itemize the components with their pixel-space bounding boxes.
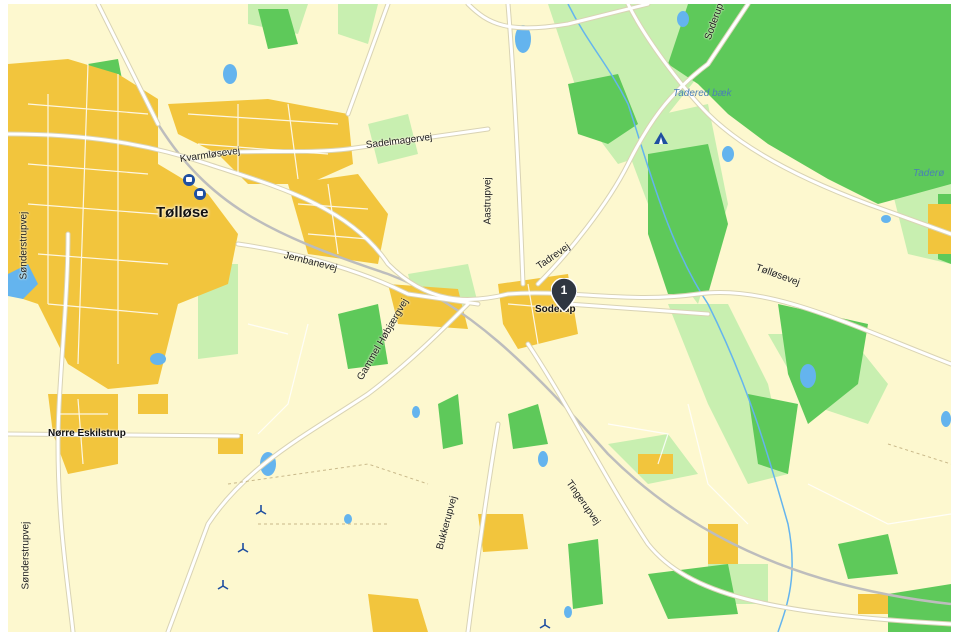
roads [8,4,951,632]
water-areas [8,11,951,618]
road-label-aastrupvej: Aastrupvej [482,177,494,225]
minor-streets [27,63,951,525]
town-label-soderup: Soderup [535,304,576,315]
forest-areas [88,4,951,632]
map-canvas[interactable]: Tølløse Soderup Nørre Eskilstrup Kvarmlø… [8,4,951,632]
road-label-sonderstrupvej-north: Sønderstrupvej [18,211,30,280]
location-marker-number: 1 [560,283,568,297]
town-label-norre-eskilstrup: Nørre Eskilstrup [48,428,126,439]
water-label-tadero: Taderø [913,168,945,179]
map-base-layer [8,4,951,632]
stream [567,4,793,632]
location-marker-pin[interactable]: 1 [551,278,577,312]
town-label-tolose: Tølløse [156,204,209,221]
paths [227,443,951,525]
road-label-sonderstrupvej-south: Sønderstrupvej [20,521,32,590]
water-label-taderod-baek: Tadered bæk [673,88,732,99]
railway [156,123,951,606]
